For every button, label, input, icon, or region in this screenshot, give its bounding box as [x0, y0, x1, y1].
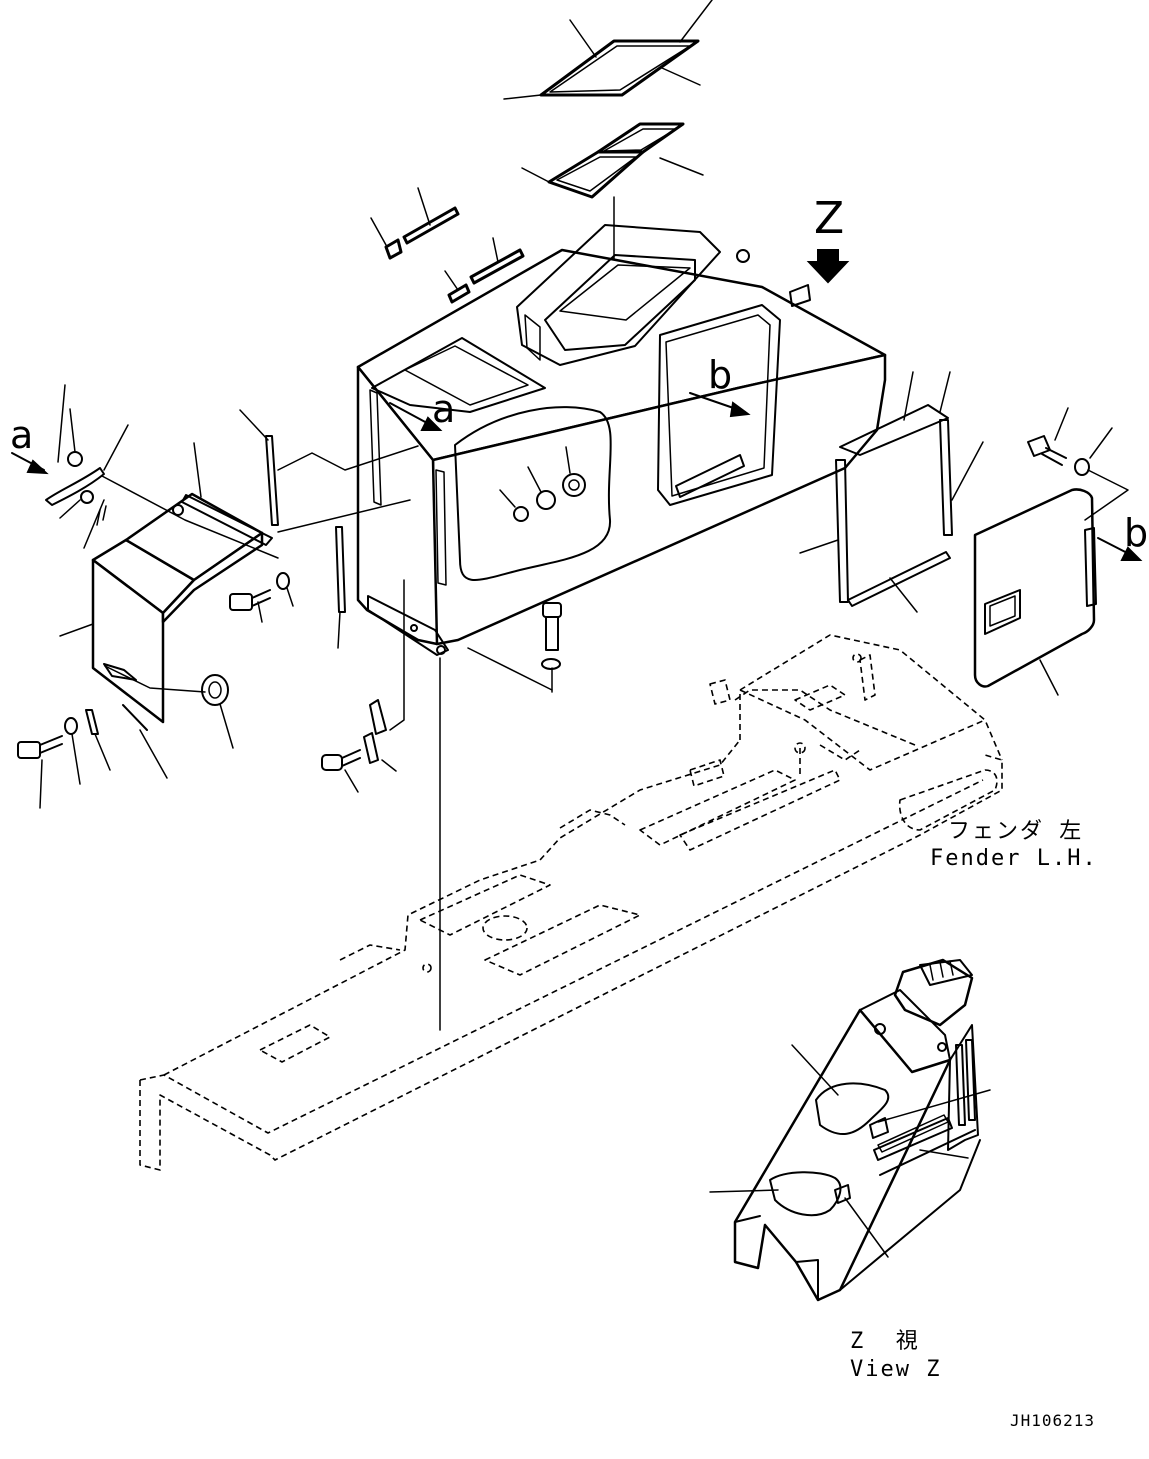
arrow-b-callout-body: b — [708, 353, 733, 397]
center-hardware — [321, 579, 562, 1031]
view-z-inset — [709, 958, 991, 1302]
chassis-frame — [139, 634, 1003, 1171]
main-cover-body — [356, 224, 887, 656]
filter-frames — [521, 122, 704, 301]
fender-caption-en: Fender L.H. — [930, 846, 1098, 871]
view-z-caption-jp: Z 視 — [850, 1329, 920, 1354]
view-z-caption-en: View Z — [850, 1357, 942, 1382]
view-z-callout: Z — [814, 193, 845, 244]
drawing-code: JH106213 — [1010, 1411, 1096, 1430]
vertical-seal-strips — [239, 409, 419, 649]
arrow-a-callout-left: a — [10, 413, 34, 457]
left-cover-piece — [59, 442, 273, 724]
right-side-panels — [799, 371, 1143, 696]
latch-hardware-left — [11, 384, 279, 559]
bolts-left — [17, 572, 294, 809]
arrow-a-callout-body: a — [432, 387, 456, 431]
fender-caption-jp: フェンダ 左 — [948, 819, 1084, 844]
arrow-b-callout-door: b — [1124, 511, 1149, 555]
top-gasket-large — [503, 0, 713, 100]
trim-strips — [370, 187, 525, 304]
